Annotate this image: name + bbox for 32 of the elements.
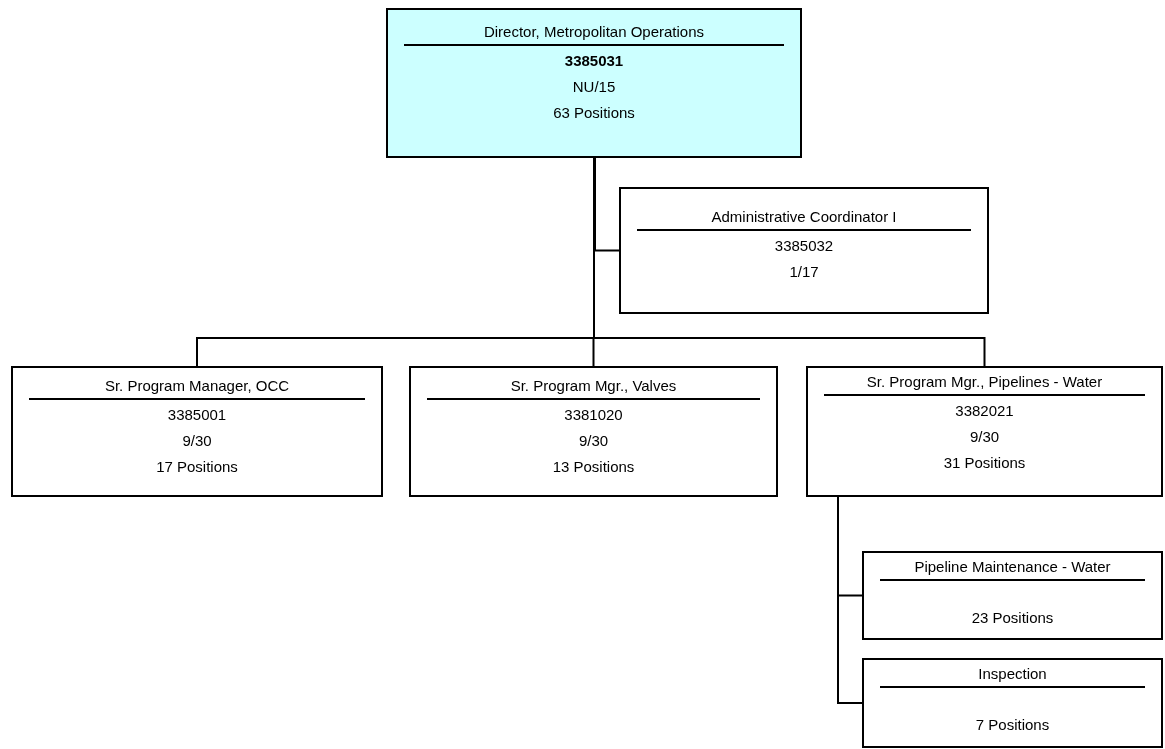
position-detail: 3385032	[774, 236, 834, 256]
position-detail: 3385031	[564, 51, 624, 71]
position-title: Pipeline Maintenance - Water	[880, 557, 1145, 581]
position-box	[386, 8, 802, 158]
position-box	[862, 551, 1163, 640]
position-detail: 9/30	[969, 427, 1000, 447]
position-detail: 23 Positions	[971, 608, 1054, 628]
position-detail: 3381020	[564, 405, 623, 425]
position-detail: 1/17	[789, 262, 819, 282]
position-title: Inspection	[880, 664, 1145, 688]
connector-line	[837, 496, 863, 704]
position-detail: 3382021	[955, 401, 1014, 421]
position-box	[11, 366, 383, 497]
position-detail: 13 Positions	[552, 457, 635, 477]
position-box	[409, 366, 778, 497]
position-box	[862, 658, 1163, 748]
position-title: Sr. Program Manager, OCC	[29, 376, 365, 400]
position-title: Sr. Program Mgr., Pipelines - Water	[824, 372, 1145, 396]
position-title: Administrative Coordinator I	[637, 207, 971, 231]
position-detail: 63 Positions	[553, 103, 635, 123]
position-detail: 9/30	[578, 431, 609, 451]
position-detail: 31 Positions	[943, 453, 1026, 473]
position-detail: 9/30	[182, 431, 212, 451]
connector-line	[594, 157, 620, 252]
position-title: Sr. Program Mgr., Valves	[427, 376, 760, 400]
position-box	[806, 366, 1163, 497]
position-detail: 3385001	[167, 405, 227, 425]
position-title: Director, Metropolitan Operations	[404, 22, 784, 46]
position-detail: NU/15	[572, 77, 616, 97]
position-box	[619, 187, 989, 314]
position-detail: 17 Positions	[156, 457, 238, 477]
position-detail: 7 Positions	[975, 715, 1050, 735]
